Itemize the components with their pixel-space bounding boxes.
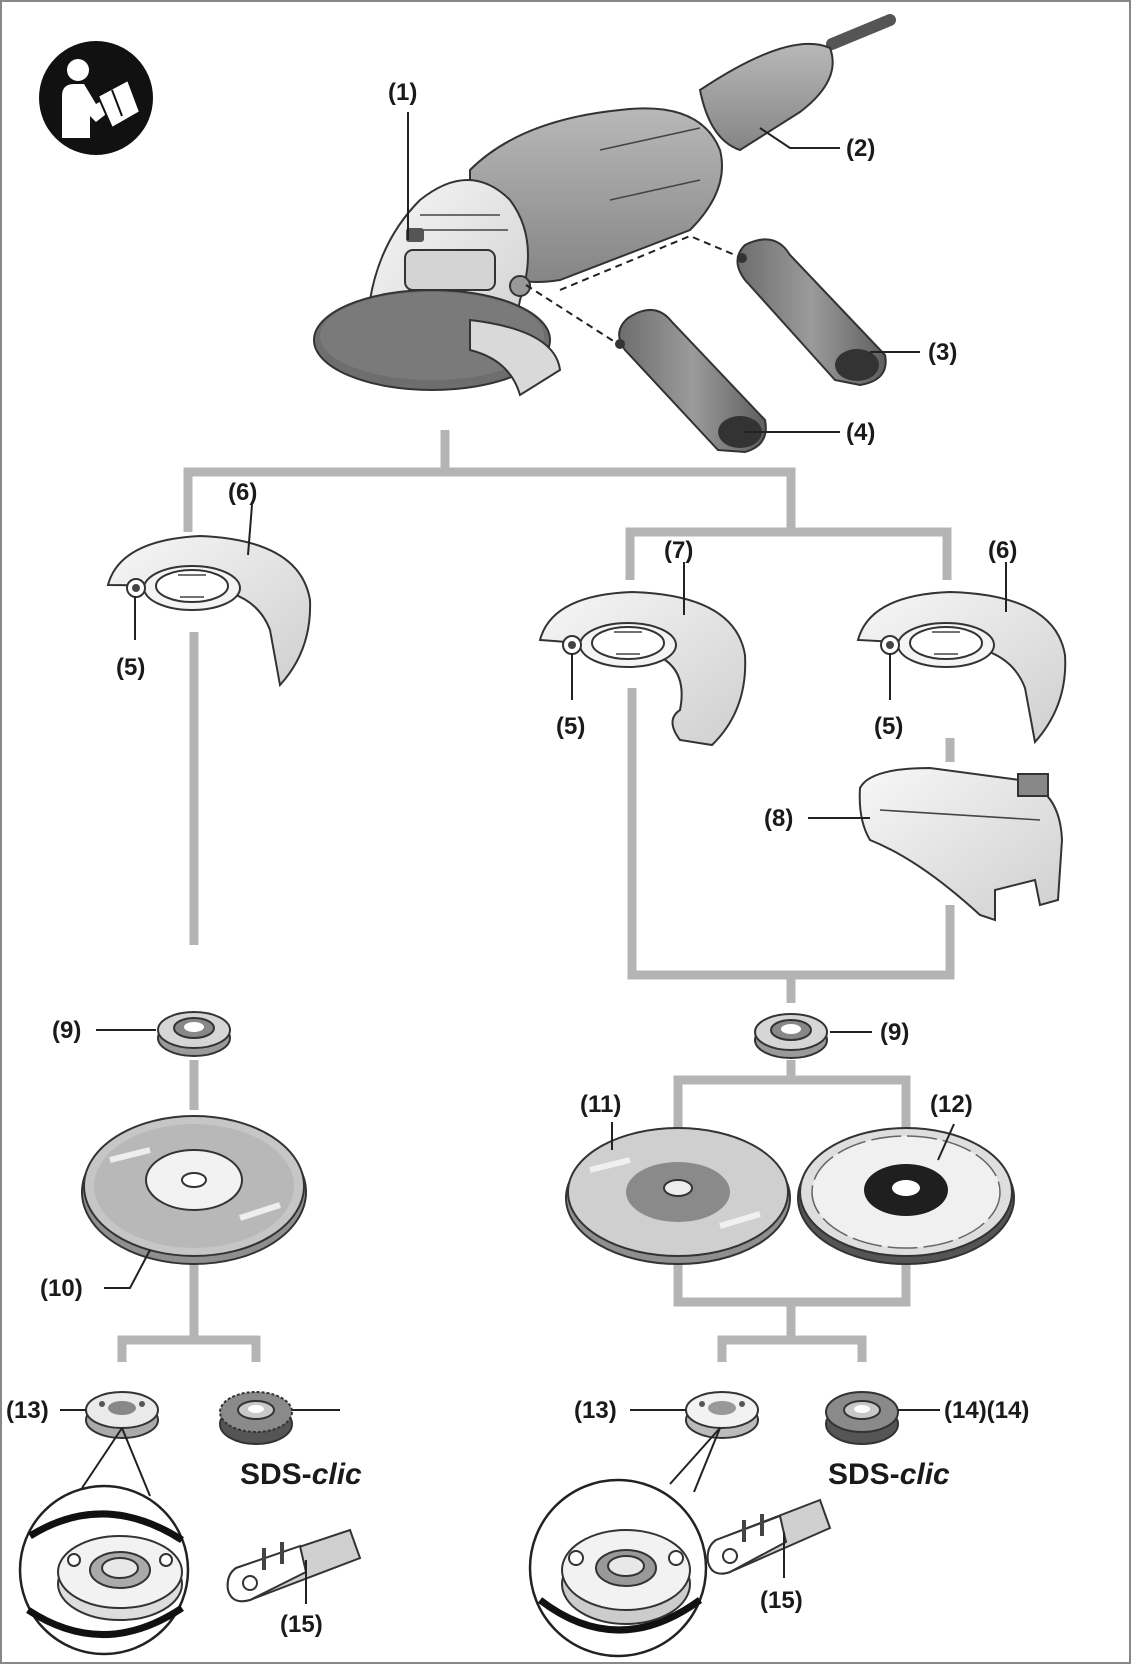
- label-5-mid: (5): [556, 713, 585, 740]
- guard-7: [538, 590, 747, 747]
- label-15-right: (15): [760, 1587, 803, 1614]
- label-10: (10): [40, 1275, 83, 1302]
- label-1: (1): [388, 79, 417, 106]
- label-14-right: (14)(14): [944, 1397, 1029, 1424]
- clamping-nut-13-right: [685, 1391, 759, 1439]
- label-9-right: (9): [880, 1019, 909, 1046]
- sds-clic-nut-left: [219, 1391, 293, 1445]
- guard-6-left: [106, 534, 312, 688]
- spindle-lock-button-icon: [406, 228, 424, 242]
- label-9-left: (9): [52, 1017, 81, 1044]
- label-8: (8): [764, 805, 793, 832]
- cutting-guide-8: [858, 766, 1064, 922]
- label-6-left: (6): [228, 479, 257, 506]
- label-6-right: (6): [988, 537, 1017, 564]
- guard-6-right: [856, 590, 1067, 745]
- diamond-disc-12: [797, 1127, 1015, 1265]
- pin-wrench-15-right: [706, 1498, 832, 1575]
- label-7: (7): [664, 537, 693, 564]
- label-5-left: (5): [116, 654, 145, 681]
- sds-clic-label-left: SDS-clic: [240, 1458, 362, 1491]
- sds-clic-label-right: SDS-clic: [828, 1458, 950, 1491]
- label-4: (4): [846, 419, 875, 446]
- sds-clic-nut-right: [825, 1391, 899, 1445]
- angle-grinder: [313, 14, 896, 397]
- label-13-left: (13): [6, 1397, 49, 1424]
- auxiliary-handle-3: [736, 238, 887, 387]
- mounting-flange-9-left: [157, 1011, 231, 1057]
- connector-tree: [117, 430, 955, 1362]
- read-manual-icon: [39, 41, 153, 155]
- label-11: (11): [580, 1091, 621, 1118]
- detail-magnifier-left: [18, 1427, 190, 1656]
- label-2: (2): [846, 135, 875, 162]
- label-3: (3): [928, 339, 957, 366]
- detail-magnifier-right: [528, 1427, 721, 1658]
- label-15-left: (15): [280, 1611, 323, 1638]
- grinding-disc-10: [81, 1115, 307, 1265]
- auxiliary-handle-4: [615, 309, 767, 454]
- label-5-right: (5): [874, 713, 903, 740]
- pin-wrench-15-left: [226, 1528, 362, 1603]
- mounting-flange-9-right: [754, 1013, 828, 1059]
- clamping-nut-13-left: [85, 1391, 159, 1439]
- cutting-disc-11: [565, 1127, 791, 1265]
- label-12: (12): [930, 1091, 973, 1118]
- label-13-right: (13): [574, 1397, 617, 1424]
